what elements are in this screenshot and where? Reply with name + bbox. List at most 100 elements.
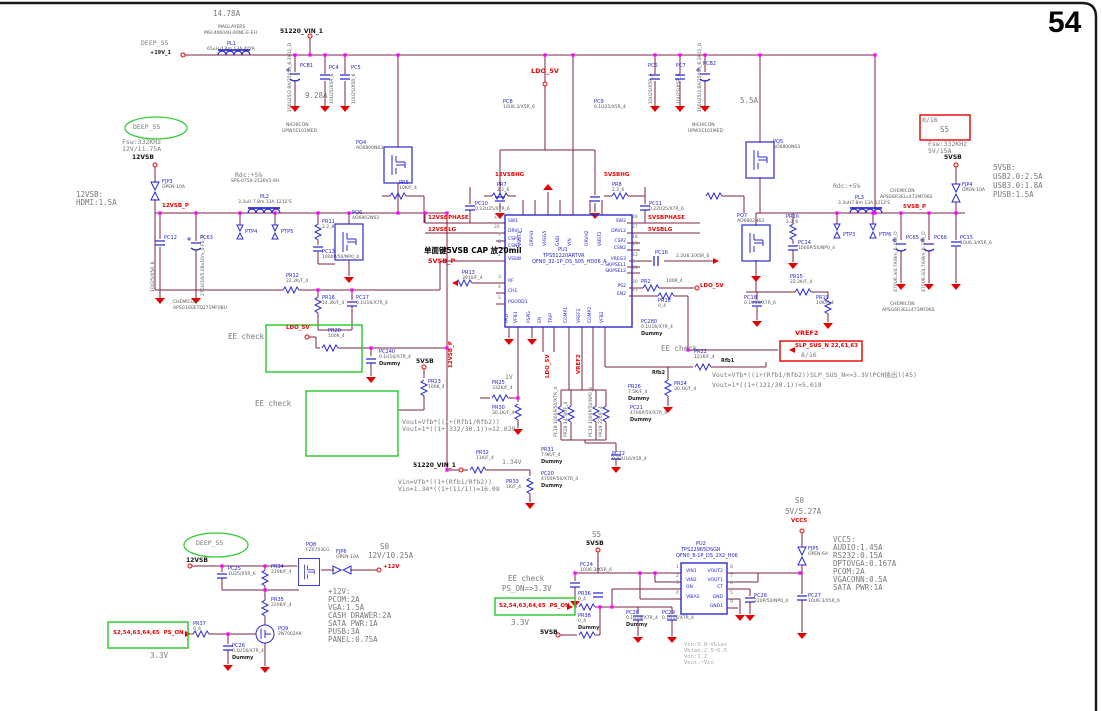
load-5vsb-3: PUSB:1.5A bbox=[993, 190, 1034, 199]
ref-pc15: PC15 bbox=[960, 235, 973, 241]
pu2-note-2: Vbias:2.5~5.5 bbox=[684, 648, 728, 654]
net-deep-s5-bottom: DEEP_S5 bbox=[196, 539, 224, 547]
pc63-mpn: APSG160ETD271MF08U bbox=[173, 306, 227, 311]
pl1-mfr: MAGLAYERS bbox=[218, 25, 246, 30]
net-5vsb-pr38: 5VSB bbox=[540, 629, 558, 636]
val-pr13: 3910/F_4 bbox=[462, 276, 483, 281]
net-vcc5: VCC5 bbox=[791, 518, 808, 524]
pu1-pinnum-8: 8 bbox=[498, 240, 501, 245]
chip-outlines bbox=[504, 214, 738, 615]
ref-pc66: PC66 bbox=[934, 235, 947, 241]
val-pr16: 14.3K/F_4 bbox=[322, 301, 345, 306]
dummy-pr38: Dummy bbox=[578, 625, 600, 631]
lbl-3-3v-left: 3.3V bbox=[150, 651, 169, 660]
pu1-pin-vssw: VSSW bbox=[508, 257, 522, 262]
ref-pq8: PQ8 bbox=[306, 542, 317, 548]
pu2-pin-gnd: GND bbox=[712, 595, 723, 600]
pu1-pinnum-3: 3 bbox=[498, 275, 501, 280]
current-14-78a: 14.78A bbox=[213, 9, 241, 18]
pu1-pin-trip: TRIP bbox=[549, 313, 554, 323]
val-pu1: TPS51220ARTVR bbox=[543, 253, 585, 259]
val-pc65: 470U6.3/4.7A/8m_6.3X8_D bbox=[894, 231, 899, 292]
val-fjp6: OPEN-10A bbox=[336, 555, 359, 560]
dummy-pr26: Dummy bbox=[628, 396, 650, 402]
net-deep-s5-ellipse: DEEP_S5 bbox=[133, 123, 161, 131]
ref-pc11: PC11 bbox=[649, 201, 662, 207]
val-pc26r: 220P/50/NP0_4 bbox=[754, 599, 789, 604]
pu2-pinnum-3: 3 bbox=[676, 581, 679, 586]
val-pr19: 10K/F_4 bbox=[816, 301, 834, 306]
ref-pr25: PR25 bbox=[492, 380, 505, 386]
ref-pc4: PC4 bbox=[329, 65, 339, 71]
s0-right: S0 bbox=[795, 496, 805, 505]
pu2-pinnum-2: 2 bbox=[676, 574, 679, 579]
val-pu2: TPS22965DSGR bbox=[681, 547, 721, 553]
pu1-pin-gnd: GND bbox=[556, 235, 561, 246]
ref-pr37: PR37 bbox=[193, 621, 206, 627]
load-5vsb-2: USB3.0:1.8A bbox=[993, 181, 1043, 190]
rdc-12v: Rdc:+5% bbox=[235, 171, 263, 179]
load-12v-6: PANEL:0.75A bbox=[328, 635, 378, 644]
val-pc63: 270U/16/5.08x10m_0.FS_D bbox=[201, 234, 206, 296]
net-12vsb-p: 12VSB_P bbox=[162, 203, 189, 209]
rating-12v: 12V/11.75A bbox=[122, 145, 162, 153]
slp-page: 8/16 bbox=[801, 351, 817, 359]
load-vcc5-3: DPTOVGA:0.167A bbox=[833, 559, 897, 568]
pu1-pin-drvh1: DRVH1 bbox=[530, 230, 535, 246]
ref-pq4: PQ4 bbox=[356, 140, 367, 146]
dummy-pc280: Dummy bbox=[641, 331, 663, 337]
pl1-mpn: MSI-40604H-60NL-E-EH bbox=[204, 31, 257, 36]
ref-pc280: PC280 bbox=[641, 319, 658, 325]
val-pr10: 2.2_6 bbox=[786, 220, 799, 225]
pu2-pinnum-5: 5 bbox=[730, 591, 733, 596]
pu1-pinnum-7: 7 bbox=[498, 233, 501, 238]
s0-bottom-left: S0 bbox=[380, 542, 390, 551]
val-pc13: 1000P/50/NP0_4 bbox=[322, 255, 359, 260]
val-pc24: 10U6.3/X5R_6 bbox=[580, 568, 612, 573]
ref-fjp3: FJP3 bbox=[162, 179, 173, 185]
pu1-pin-sw1: SW1 bbox=[508, 219, 519, 224]
net-5vsb-div: 5VSB bbox=[416, 358, 434, 365]
col-pc18: PC18 1000P/50/X7R_4 bbox=[554, 386, 559, 437]
pu1-pin-csn2: CSN2 bbox=[613, 246, 626, 251]
net-ldo5v-ee: LDO_5V bbox=[286, 325, 310, 331]
pu1-pinnum-17: 17 bbox=[632, 242, 638, 247]
pu2-pin-vout1: VOUT1 bbox=[707, 578, 723, 583]
val-pc7: 10U25/X5R_6 bbox=[677, 73, 682, 104]
val-pr15: 22.2K/F_4 bbox=[790, 280, 813, 285]
net-5vsblg: 5VSBLG bbox=[648, 227, 673, 233]
ref-pc28: PC28 bbox=[626, 610, 639, 616]
val-pc29: 0.1U16/X7R_4 bbox=[662, 616, 694, 621]
note-5vsb-cap: 单面键5VSB CAP 放20mil bbox=[424, 246, 522, 255]
net-51220-vin-top: 51220_VIN_1 bbox=[280, 28, 323, 35]
ref-ptp6: PTP6 bbox=[879, 232, 892, 238]
ps-on-box-mid bbox=[494, 597, 576, 616]
val-pc5: 10U25/X5R_6 bbox=[352, 73, 357, 104]
ref-pq9: PQ9 bbox=[278, 626, 289, 632]
ref-pl3: PL3 bbox=[855, 195, 864, 201]
ref-pu1: PU1 bbox=[558, 247, 568, 253]
net-ldo5v-ps2: LDO_5V bbox=[700, 283, 724, 289]
pu1-pin-ch1: CH1 bbox=[508, 289, 518, 294]
pu1-pin-comp2: COMP2 bbox=[588, 306, 593, 323]
pu1-pinnum-2: 2 bbox=[498, 253, 501, 258]
deep-s5-ellipse-top bbox=[124, 116, 188, 140]
ref-pc25: PC25 bbox=[228, 566, 241, 572]
pu2-note-1: Vin:0.8~Vbias bbox=[684, 642, 728, 648]
val-pr23: 100K_4 bbox=[428, 385, 445, 390]
ref-pl2: PL2 bbox=[260, 194, 269, 200]
pu1-pin-vref2: VREF2 bbox=[577, 308, 582, 324]
ref-pc8: PC8 bbox=[503, 99, 513, 105]
lbl-rfb1: Rfb1 bbox=[721, 358, 735, 364]
lbl-rfb2: Rfb2 bbox=[652, 370, 666, 376]
pu2-note-3: Von:1.2 bbox=[684, 654, 708, 660]
val-pc25: 1U25/X5R_6 bbox=[228, 572, 256, 577]
net-ps-on-mid: S2,54,63,64,65 PS_ON bbox=[499, 603, 570, 609]
load-12vsb-1: 12VSB: bbox=[76, 190, 104, 199]
val-pc6: 10U25/X5R_6 bbox=[649, 73, 654, 104]
pu1-pin-vbst2: VBST2 bbox=[598, 231, 603, 246]
val-pq8: FZ0703EG bbox=[306, 548, 330, 553]
formula-vout12-2: Vout=1*((1+(332/30.1))=12.029 bbox=[402, 425, 516, 433]
net-ps-on-left: S2,54,63,64,65 PS_ON bbox=[113, 630, 184, 636]
